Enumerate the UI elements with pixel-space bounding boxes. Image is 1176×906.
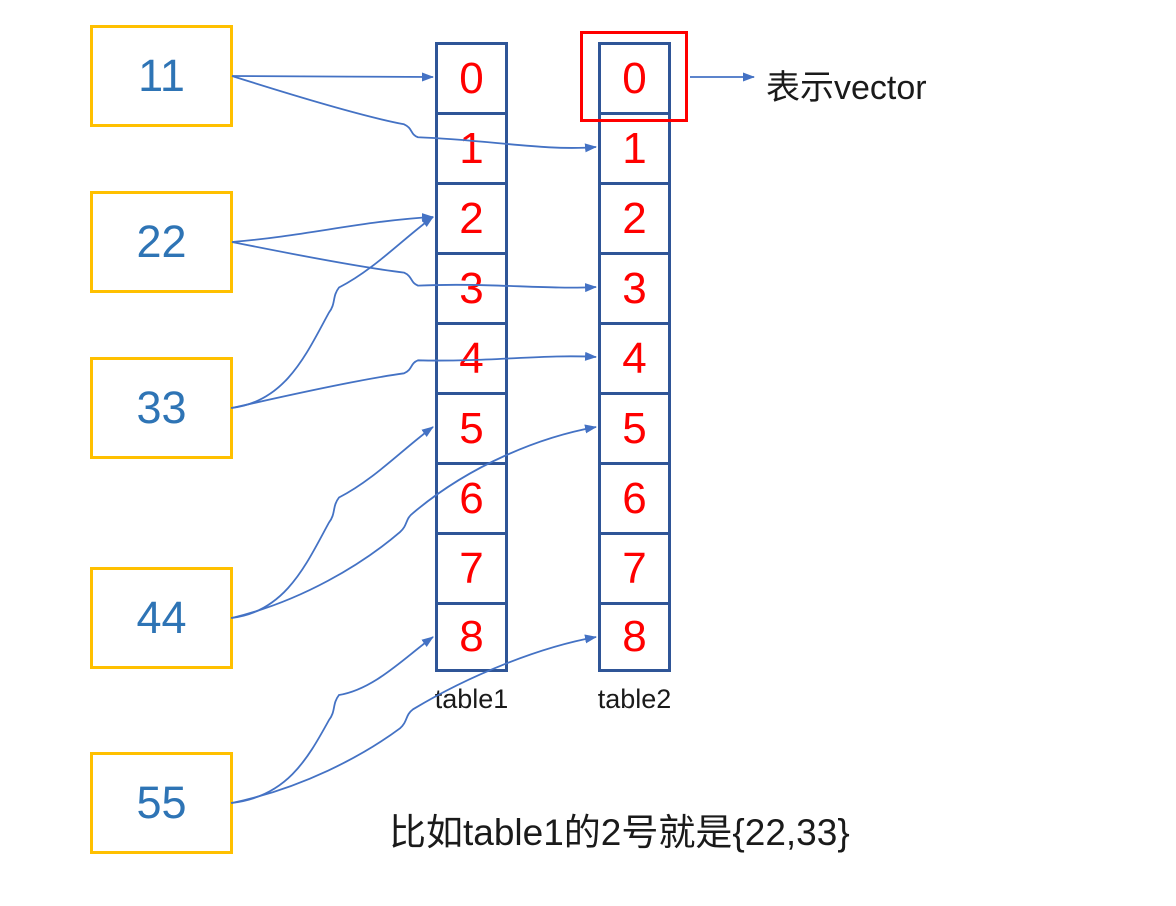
- arrow-44-table1-5: [230, 426, 434, 619]
- arrow-33-table2-4: [231, 351, 597, 409]
- table2-column: 0 1 2 3 4 5 6 7 8: [598, 42, 671, 672]
- table2-cell-5: 5: [601, 395, 668, 465]
- table2-cell-0: 0: [601, 45, 668, 115]
- table2-cell-8: 8: [622, 612, 647, 661]
- table1-cell-3: 3: [438, 255, 505, 325]
- arrow-33-table1-2: [230, 216, 434, 409]
- arrow-55-table1-8: [230, 636, 434, 804]
- table2-cell-1: 1: [601, 115, 668, 185]
- table2-cell-6: 6: [601, 465, 668, 535]
- table2-cell-3: 3: [601, 255, 668, 325]
- example-note: 比如table1的2号就是{22,33}: [389, 812, 850, 853]
- vector-note: 表示vector: [766, 69, 927, 107]
- table1-cell-6: 6: [438, 465, 505, 535]
- table1-cell-8: 8: [459, 612, 484, 661]
- value-box-44: 44: [90, 567, 233, 669]
- value-box-33: 33: [90, 357, 233, 459]
- arrow-44-table2-5: [231, 424, 597, 619]
- table2-label: table2: [597, 684, 672, 714]
- table1-cell-4: 4: [438, 325, 505, 395]
- table1-cell-5: 5: [438, 395, 505, 465]
- value-box-22: 22: [90, 191, 233, 293]
- table1-cell-0: 0: [438, 45, 505, 115]
- arrow-22-table2-3: [231, 241, 597, 293]
- value-box-55: 55: [90, 752, 233, 854]
- table1-label: table1: [434, 684, 509, 714]
- table1-column: 0 1 2 3 4 5 6 7 8: [435, 42, 508, 672]
- table2-cell-4: 4: [601, 325, 668, 395]
- arrow-22-table1-2: [231, 213, 434, 243]
- table2-cell-2: 2: [601, 185, 668, 255]
- arrow-11-table2-1: [231, 75, 597, 153]
- table2-cell-7: 7: [601, 535, 668, 605]
- table1-cell-7: 7: [438, 535, 505, 605]
- value-box-11: 11: [90, 25, 233, 127]
- arrow-55-table2-8: [231, 634, 597, 804]
- table1-cell-2: 2: [438, 185, 505, 255]
- table1-cell-1: 1: [438, 115, 505, 185]
- arrow-11-table1-0: [231, 72, 434, 82]
- highlight-box: [580, 31, 688, 122]
